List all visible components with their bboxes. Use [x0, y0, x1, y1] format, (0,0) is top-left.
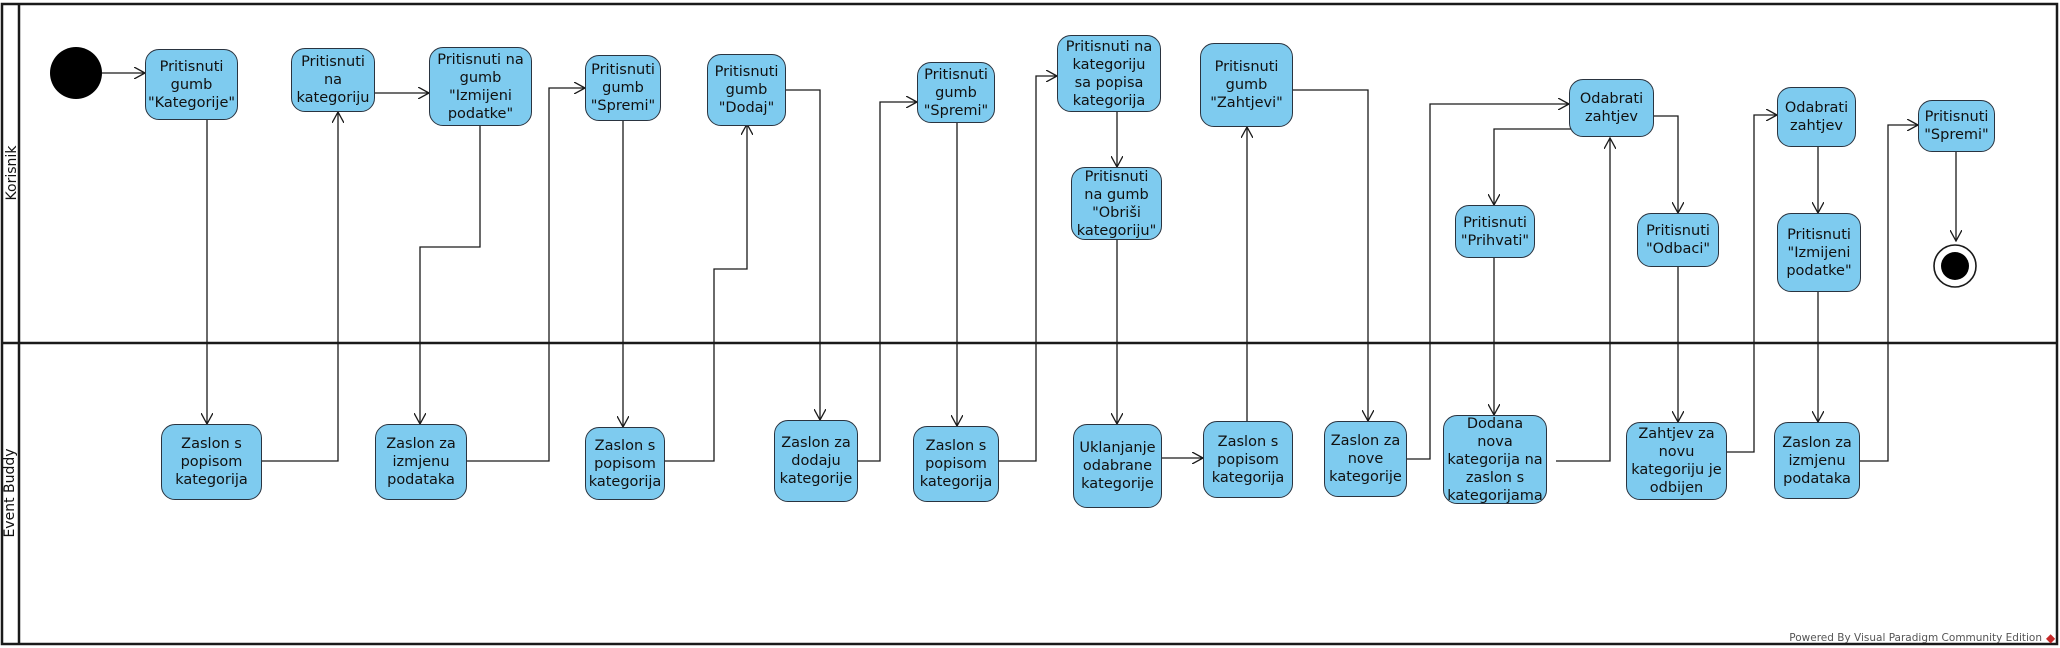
screen-popis-kategorija-1: Zaslon s popisom kategorija [161, 424, 262, 500]
action-pritisnuti-odbaci: Pritisnuti "Odbaci" [1637, 213, 1719, 267]
action-pritisnuti-zahtjevi: Pritisnuti gumb "Zahtjevi" [1200, 43, 1293, 127]
action-odabrati-zahtjev-2: Odabrati zahtjev [1777, 87, 1856, 147]
action-pritisnuti-prihvati: Pritisnuti "Prihvati" [1455, 205, 1535, 258]
action-pritisnuti-dodaj: Pritisnuti gumb "Dodaj" [707, 54, 786, 126]
screen-izmjena-podataka-1: Zaslon za izmjenu podataka [375, 424, 467, 500]
screen-dodaja-kategorije: Zaslon za dodaju kategorije [774, 420, 858, 502]
initial-node [50, 47, 102, 99]
action-pritisnuti-kategoriju-sa-popisa: Pritisnuti na kategoriju sa popisa kateg… [1057, 35, 1161, 112]
lane-label-korisnik: Korisnik [4, 145, 20, 201]
action-pritisnuti-na-kategoriju: Pritisnuti na kategoriju [291, 48, 375, 112]
screen-izmjena-podataka-2: Zaslon za izmjenu podataka [1774, 422, 1860, 499]
action-pritisnuti-izmijeni-podatke-2: Pritisnuti "Izmijeni podatke" [1777, 213, 1861, 292]
final-node [1933, 244, 1977, 288]
screen-popis-kategorija-2: Zaslon s popisom kategorija [585, 427, 665, 500]
screen-popis-kategorija-4: Zaslon s popisom kategorija [1203, 421, 1293, 498]
action-pritisnuti-kategorije: Pritisnuti gumb "Kategorije" [145, 49, 238, 120]
visual-paradigm-logo-icon: ◆ [2046, 631, 2056, 645]
screen-dodana-nova-kategorija: Dodana nova kategorija na zaslon s kateg… [1443, 415, 1547, 504]
action-pritisnuti-spremi-1: Pritisnuti gumb "Spremi" [585, 55, 661, 121]
powered-by-footer: Powered By Visual Paradigm Community Edi… [1789, 632, 2042, 644]
action-pritisnuti-izmijeni-podatke: Pritisnuti na gumb "Izmijeni podatke" [429, 47, 532, 126]
screen-uklanjanje-kategorije: Uklanjanje odabrane kategorije [1073, 424, 1162, 508]
action-pritisnuti-spremi-3: Pritisnuti "Spremi" [1918, 100, 1995, 152]
lane-label-event-buddy: Event Buddy [2, 448, 18, 538]
screen-popis-kategorija-3: Zaslon s popisom kategorija [913, 426, 999, 502]
action-odabrati-zahtjev-1: Odabrati zahtjev [1569, 79, 1654, 137]
action-pritisnuti-spremi-2: Pritisnuti gumb "Spremi" [917, 62, 995, 123]
screen-nove-kategorije: Zaslon za nove kategorije [1324, 421, 1407, 497]
control-flows [102, 73, 1956, 461]
screen-zahtjev-odbijen: Zahtjev za novu kategoriju je odbijen [1626, 422, 1727, 500]
action-pritisnuti-obrisi-kategoriju: Pritisnuti na gumb "Obriši kategoriju" [1071, 167, 1162, 240]
